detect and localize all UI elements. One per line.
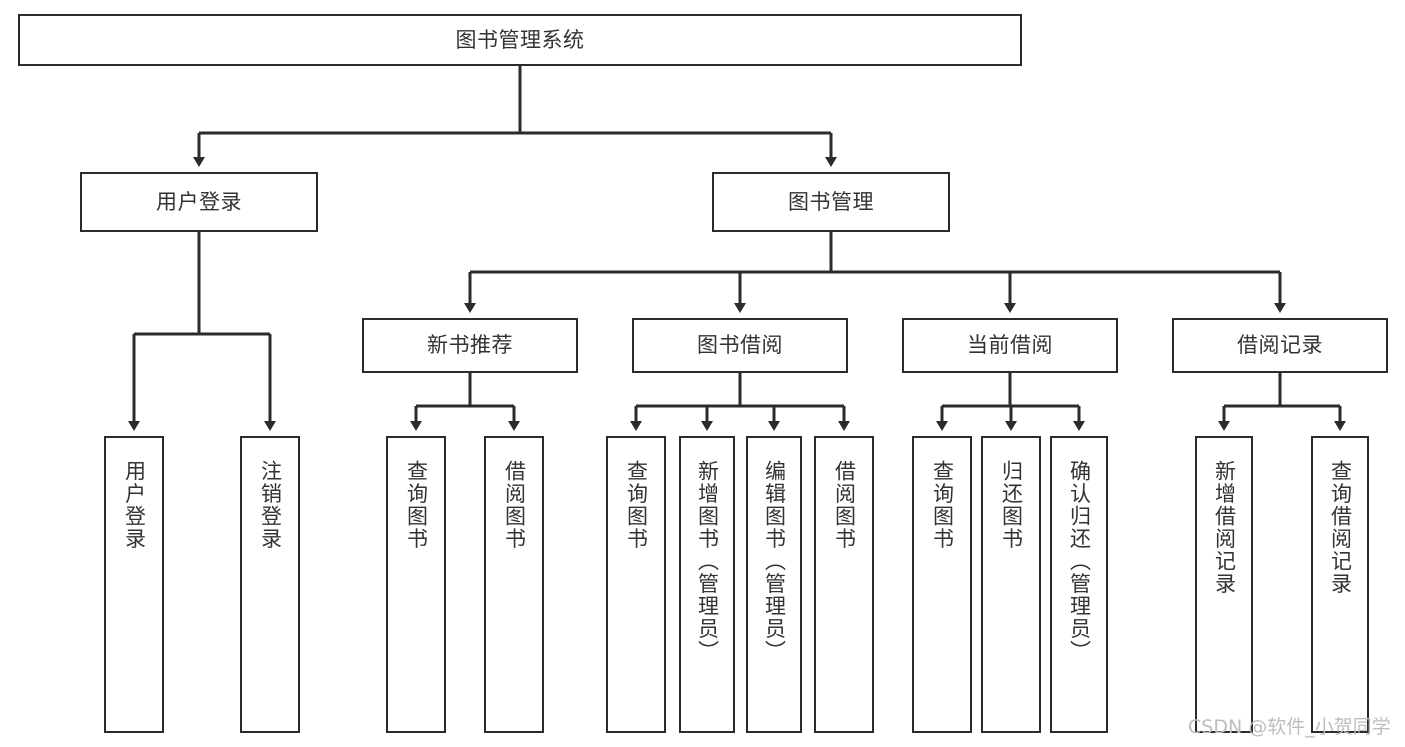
node-label: 用户登录 xyxy=(156,189,242,214)
node-leaf-return-book[interactable]: 归还图书 xyxy=(981,436,1041,733)
node-label: 新书推荐 xyxy=(427,333,513,358)
csdn-watermark: CSDN @软件_小贺同学 xyxy=(1188,716,1391,738)
node-label: 图书管理系统 xyxy=(455,27,585,52)
node-label: 新增图书（管理员） xyxy=(695,460,720,663)
node-label: 查询图书 xyxy=(930,460,955,550)
node-label: 用户登录 xyxy=(122,460,147,550)
node-label: 借阅图书 xyxy=(832,460,857,550)
node-leaf-add-borrow-record[interactable]: 新增借阅记录 xyxy=(1195,436,1253,733)
node-user-login[interactable]: 用户登录 xyxy=(80,172,318,232)
node-current-borrow[interactable]: 当前借阅 xyxy=(902,318,1118,373)
node-label: 借阅图书 xyxy=(502,460,527,550)
node-book-management[interactable]: 图书管理 xyxy=(712,172,950,232)
node-leaf-logout-login[interactable]: 注销登录 xyxy=(240,436,300,733)
node-root[interactable]: 图书管理系统 xyxy=(18,14,1022,66)
node-new-book-recommend[interactable]: 新书推荐 xyxy=(362,318,578,373)
node-leaf-edit-book[interactable]: 编辑图书（管理员） xyxy=(746,436,802,733)
node-label: 图书管理 xyxy=(788,189,874,214)
node-leaf-borrow-book-2[interactable]: 借阅图书 xyxy=(814,436,874,733)
node-label: 查询图书 xyxy=(624,460,649,550)
node-label: 归还图书 xyxy=(999,460,1024,550)
node-leaf-user-login[interactable]: 用户登录 xyxy=(104,436,164,733)
node-label: 查询图书 xyxy=(404,460,429,550)
node-leaf-query-book-1[interactable]: 查询图书 xyxy=(386,436,446,733)
node-label: 借阅记录 xyxy=(1237,333,1323,358)
node-leaf-borrow-book-1[interactable]: 借阅图书 xyxy=(484,436,544,733)
node-borrow-record[interactable]: 借阅记录 xyxy=(1172,318,1388,373)
node-label: 编辑图书（管理员） xyxy=(762,460,787,663)
node-book-borrow[interactable]: 图书借阅 xyxy=(632,318,848,373)
node-leaf-query-book-2[interactable]: 查询图书 xyxy=(606,436,666,733)
node-label: 图书借阅 xyxy=(697,333,783,358)
node-leaf-query-borrow-record[interactable]: 查询借阅记录 xyxy=(1311,436,1369,733)
node-leaf-add-book[interactable]: 新增图书（管理员） xyxy=(679,436,735,733)
node-label: 查询借阅记录 xyxy=(1328,460,1353,595)
node-label: 注销登录 xyxy=(258,460,283,550)
node-label: 新增借阅记录 xyxy=(1212,460,1237,595)
node-label: 当前借阅 xyxy=(967,333,1053,358)
node-leaf-query-book-3[interactable]: 查询图书 xyxy=(912,436,972,733)
node-leaf-confirm-return[interactable]: 确认归还（管理员） xyxy=(1050,436,1108,733)
node-label: 确认归还（管理员） xyxy=(1067,460,1092,663)
